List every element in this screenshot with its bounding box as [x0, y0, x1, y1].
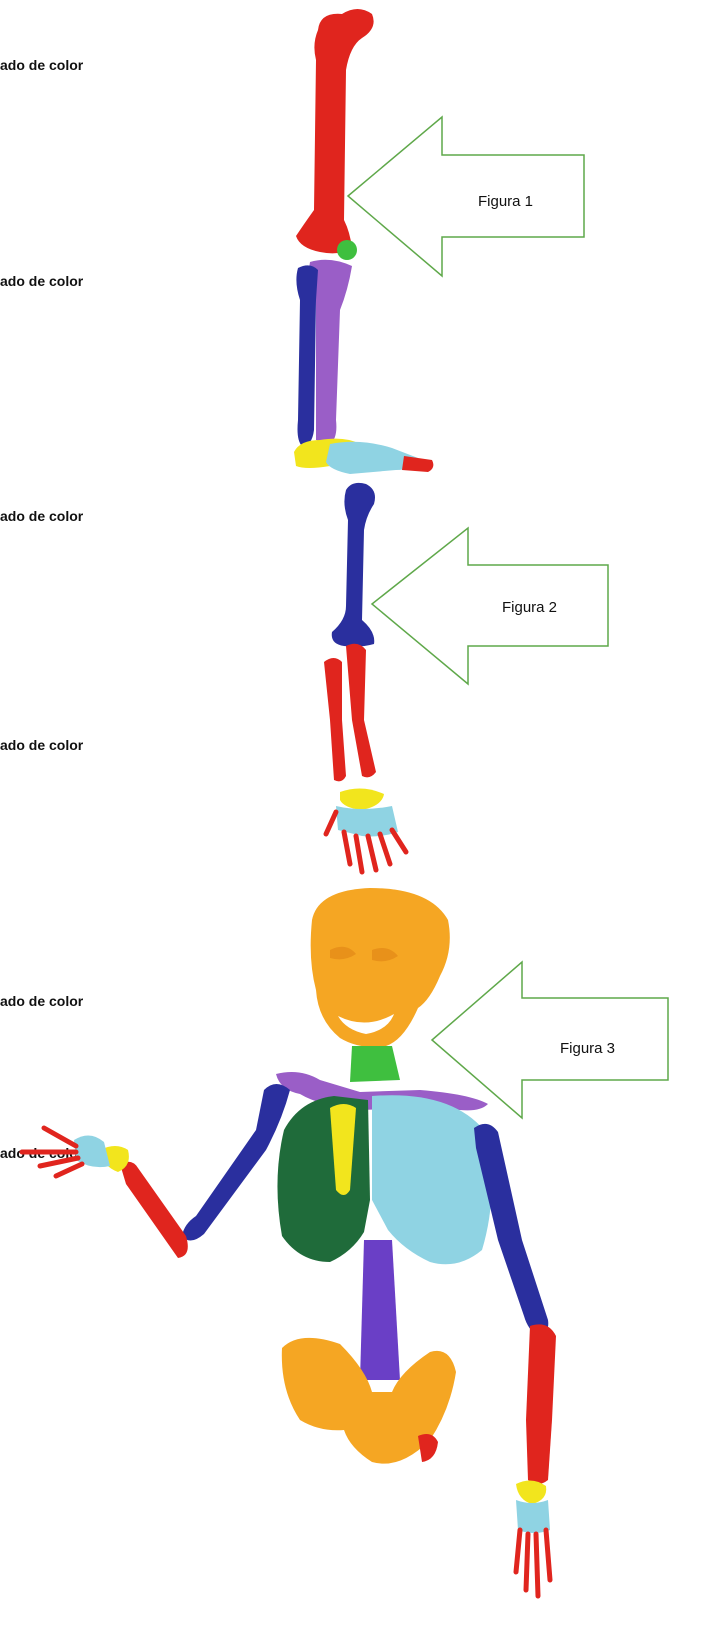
left-forearm [120, 1162, 188, 1258]
arrow-figura-1 [348, 117, 584, 276]
figura-3-label: Figura 3 [560, 1040, 615, 1057]
right-forearm [526, 1324, 556, 1484]
arm-figure [324, 483, 406, 872]
radius [346, 644, 376, 778]
lumbar-vertebrae [360, 1240, 400, 1380]
ribs-left [277, 1096, 370, 1262]
arrow-figura-2 [372, 528, 608, 684]
fibula [296, 265, 318, 446]
ulna [324, 658, 346, 781]
sacrum-detail [418, 1434, 438, 1462]
arrow-figura-3 [432, 962, 668, 1118]
right-carpals [516, 1480, 546, 1504]
carpals [340, 788, 384, 810]
figura-1-label: Figura 1 [478, 193, 533, 210]
left-humerus [182, 1084, 290, 1241]
patella [337, 240, 357, 260]
thumb [326, 812, 336, 834]
left-fingers [22, 1128, 82, 1176]
humerus [332, 483, 375, 647]
cervical-vertebrae [350, 1046, 400, 1082]
phalanges-toes [402, 456, 433, 472]
figura-2-label: Figura 2 [502, 599, 557, 616]
torso-figure [22, 888, 556, 1596]
right-fingers [516, 1530, 550, 1596]
ribs-right [372, 1095, 492, 1264]
left-metacarpals [74, 1135, 110, 1167]
femur [296, 9, 374, 253]
